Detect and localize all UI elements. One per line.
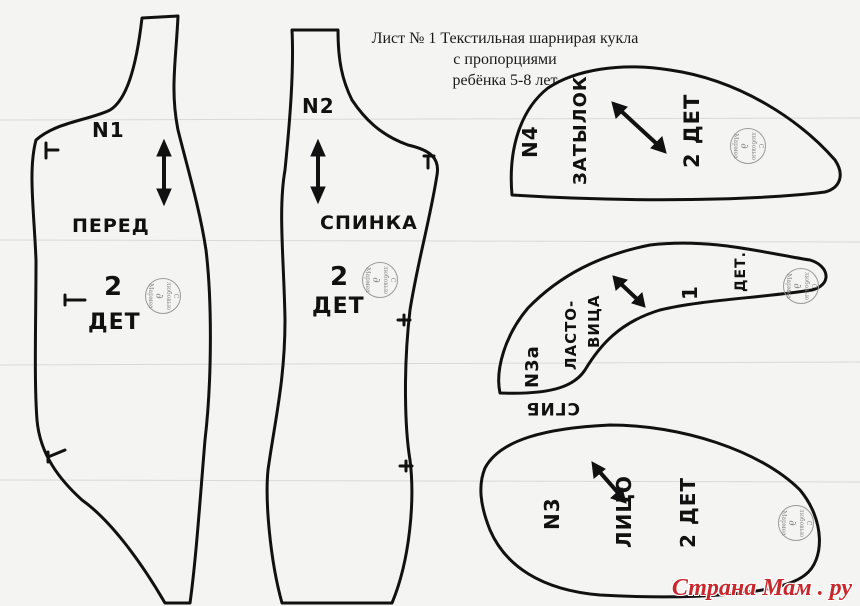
stamp-mid-text: ∂	[791, 283, 804, 289]
back-count-unit: ДЕТ	[312, 294, 365, 319]
stamp-bottom-text: Мармеа	[732, 133, 739, 159]
back-name: СПИНКА	[320, 212, 418, 234]
grain-arrows	[156, 101, 667, 504]
stamp-mid-text: ∂	[786, 520, 799, 526]
face-piece-outline	[479, 423, 821, 599]
stamp-bottom-text: Мармеа	[364, 267, 371, 293]
face-count: 2 ДЕТ	[676, 477, 700, 548]
sheet-title: Лист № 1 Текстильная шарнирая кукла с пр…	[330, 28, 680, 91]
author-stamp: С любовью ∂ Мармеа	[145, 278, 181, 314]
site-watermark: Страна Мам . ру	[671, 575, 852, 601]
sheet-title-line3: ребёнка 5-8 лет	[452, 72, 558, 89]
stamp-bottom-text: Мармеа	[785, 273, 792, 299]
back-number: N2	[302, 94, 335, 118]
stamp-top-text: С любовью	[798, 508, 812, 538]
author-stamp: С любовью ∂ Мармеа	[778, 505, 814, 541]
front-count-unit: ДЕТ	[88, 310, 141, 335]
nape-piece-outline	[509, 65, 842, 202]
back-count: 2	[330, 262, 350, 292]
notch-marks	[44, 141, 436, 473]
back-piece-outline	[265, 28, 440, 605]
gusset-fold-label: СГИБ	[525, 398, 581, 418]
stamp-top-text: С любовью	[165, 281, 179, 311]
face-name: ЛИЦО	[612, 475, 636, 548]
gusset-number: N3а	[522, 345, 543, 388]
gusset-piece-outline	[497, 241, 828, 395]
author-stamp: С любовью ∂ Мармеа	[362, 262, 398, 298]
gusset-name-line1: ЛАСТО-	[562, 299, 580, 370]
stamp-bottom-text: Мармеа	[147, 283, 154, 309]
nape-number: N4	[518, 125, 542, 158]
gusset-count-unit: ДЕТ.	[733, 251, 749, 292]
nape-count: 2 ДЕТ	[680, 93, 704, 168]
stamp-mid-text: ∂	[370, 277, 383, 283]
gusset-count: 1	[678, 285, 702, 300]
stamp-mid-text: ∂	[153, 293, 166, 299]
sheet-title-line1: Лист № 1 Текстильная шарнирая кукла	[371, 30, 639, 47]
stamp-top-text: С любовью	[803, 271, 817, 301]
front-name: ПЕРЕД	[72, 215, 150, 237]
front-piece-outline	[30, 14, 212, 605]
front-number: N1	[92, 118, 125, 142]
author-stamp: С любовью ∂ Мармеа	[730, 128, 766, 164]
front-count: 2	[104, 272, 124, 302]
author-stamp: С любовью ∂ Мармеа	[783, 268, 819, 304]
nape-name: ЗАТЫЛОК	[570, 75, 591, 185]
stamp-top-text: С любовью	[750, 131, 764, 161]
stamp-mid-text: ∂	[738, 143, 751, 149]
stamp-top-text: С любовью	[382, 265, 396, 295]
gusset-name-line2: ВИЦА	[585, 294, 603, 348]
stamp-bottom-text: Мармеа	[780, 510, 787, 536]
sheet-title-line2: с пропорциями	[453, 51, 557, 68]
face-number: N3	[540, 497, 564, 530]
